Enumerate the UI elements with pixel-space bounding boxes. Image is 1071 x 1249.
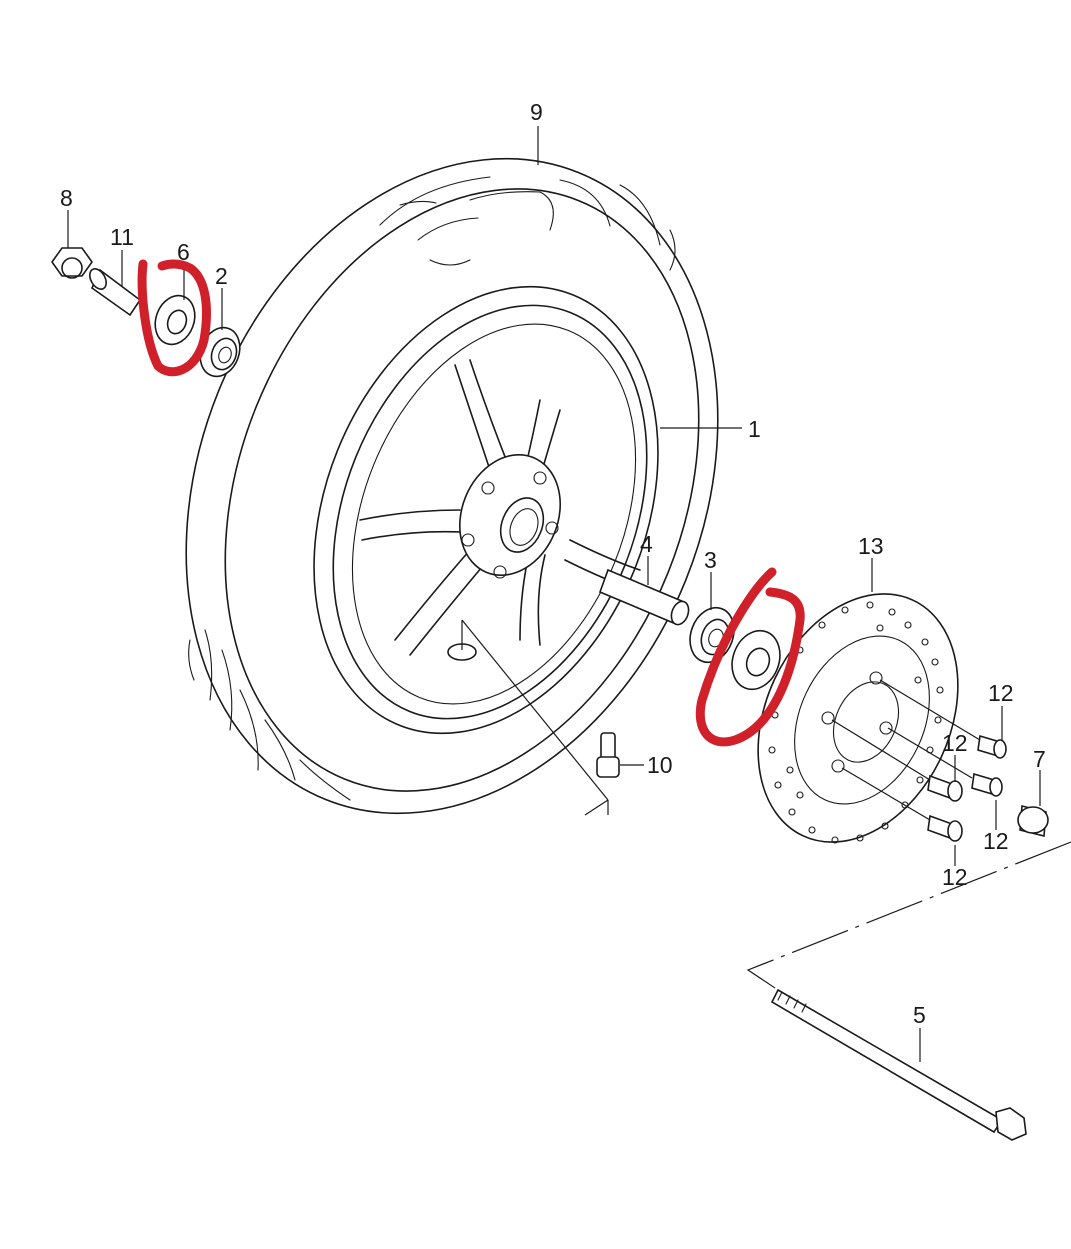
valve-part-10 [596,732,620,778]
callout-4: 4 [640,531,653,557]
seal-right [731,629,781,691]
leader-lines [67,126,1071,1062]
callout-12-bottom: 12 [942,864,968,890]
bolt-part-12a [977,734,1007,759]
wheel-assembly [185,157,719,815]
rim-lip [351,323,637,705]
callout-12-mid: 12 [942,730,968,756]
red-marker-right [695,567,805,747]
collar-part-7 [1017,804,1049,838]
disc-holes [768,601,944,844]
bolt-part-12c [971,772,1003,797]
wheel-hub [458,453,562,579]
callout-3: 3 [704,547,717,573]
wheel-spokes [359,359,641,656]
callout-12-right: 12 [983,828,1009,854]
spacer-part-4 [598,568,690,626]
callout-11: 11 [110,224,134,250]
brake-disc-part-13 [757,593,959,844]
callout-7: 7 [1033,746,1046,772]
callout-5: 5 [913,1002,926,1028]
tire-sidewall [224,188,700,792]
seal-part-6 [154,294,196,346]
tire-outer [185,157,719,815]
bearing-part-2 [199,326,241,378]
callout-6: 6 [177,239,190,265]
callout-10: 10 [647,752,673,778]
bolt-part-12b [927,774,963,802]
bolt-part-12d [927,814,963,842]
callout-12-top: 12 [988,680,1014,706]
tread-pattern-top [379,176,676,271]
axle-part-5 [770,988,1027,1141]
callout-1: 1 [748,416,761,442]
callout-9: 9 [530,99,543,125]
callout-13: 13 [858,533,884,559]
callout-8: 8 [60,185,73,211]
spacer-part-11 [89,268,142,317]
rim-inner [332,304,648,720]
red-marker-left [137,259,211,377]
nut-part-8 [51,247,93,279]
callout-2: 2 [215,263,228,289]
callout-labels: 9 1 8 11 6 2 4 3 13 12 12 12 12 7 10 5 [60,99,1046,1028]
tread-pattern-bottom [188,629,351,801]
rim-outer [313,285,659,735]
